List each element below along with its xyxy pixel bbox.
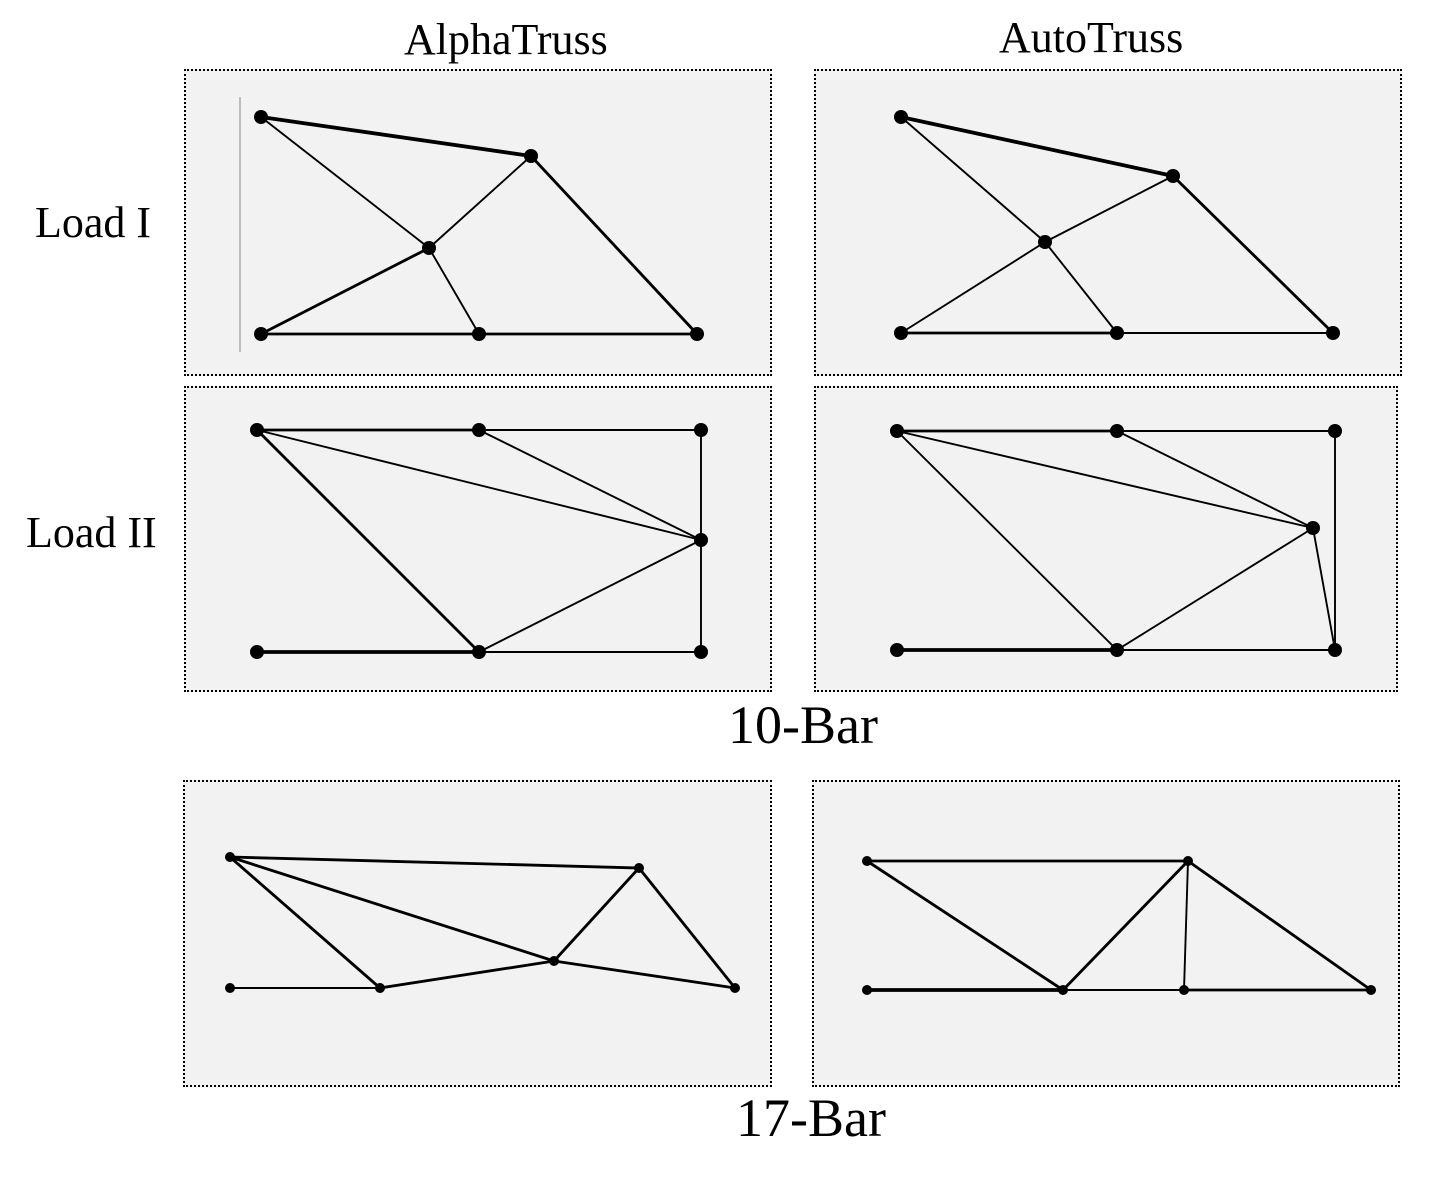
panel-auto-17bar xyxy=(812,780,1400,1087)
truss-node xyxy=(1366,985,1376,995)
group-label-17-bar: 17-Bar xyxy=(736,1088,886,1148)
truss-member xyxy=(552,866,641,963)
truss-node xyxy=(862,985,872,995)
truss-member xyxy=(478,539,702,653)
truss-node xyxy=(1110,643,1124,657)
truss-member xyxy=(428,247,480,335)
truss-node xyxy=(549,956,559,966)
truss-member xyxy=(899,115,1175,178)
truss-node xyxy=(890,643,904,657)
truss-node xyxy=(250,423,264,437)
truss-node xyxy=(1179,985,1189,995)
truss-member xyxy=(900,241,1046,334)
truss-node xyxy=(254,110,268,124)
truss-node xyxy=(250,645,264,659)
truss-member xyxy=(1171,174,1335,335)
truss-node xyxy=(1038,235,1052,249)
truss-node xyxy=(1328,643,1342,657)
truss-node xyxy=(1166,169,1180,183)
group-label-10-bar: 10-Bar xyxy=(728,695,878,755)
truss-member xyxy=(228,855,556,963)
truss-node xyxy=(472,327,486,341)
truss-node xyxy=(1058,985,1068,995)
truss-node xyxy=(694,533,708,547)
truss-member xyxy=(260,116,430,249)
truss-auto-17bar xyxy=(862,856,1376,995)
panel-auto-load2 xyxy=(814,386,1398,692)
row-header-load-i: Load I xyxy=(35,198,152,247)
column-header-autotruss: AutoTruss xyxy=(999,13,1184,62)
truss-node xyxy=(1110,424,1124,438)
truss-member xyxy=(552,959,737,990)
truss-member xyxy=(256,429,702,541)
truss-node xyxy=(1110,326,1124,340)
truss-auto-load1 xyxy=(894,110,1340,340)
truss-node xyxy=(1306,521,1320,535)
truss-node xyxy=(422,241,436,255)
truss-member xyxy=(1183,860,1189,991)
truss-node xyxy=(1183,856,1193,866)
truss-alpha-load1 xyxy=(254,110,704,341)
truss-member xyxy=(228,855,641,870)
truss-member xyxy=(1312,527,1336,651)
truss-member xyxy=(637,866,737,990)
truss-node xyxy=(894,110,908,124)
truss-member xyxy=(865,859,1065,992)
truss-member xyxy=(378,959,556,990)
truss-node xyxy=(730,983,740,993)
truss-member xyxy=(900,116,1046,243)
truss-node xyxy=(472,645,486,659)
truss-node xyxy=(524,149,538,163)
truss-member xyxy=(896,430,1118,651)
truss-member xyxy=(1116,527,1314,651)
truss-alpha-17bar xyxy=(225,852,740,993)
truss-node xyxy=(694,645,708,659)
truss-member xyxy=(478,429,702,541)
truss-member xyxy=(1186,859,1373,992)
column-header-alphatruss: AlphaTruss xyxy=(404,15,608,64)
truss-auto-load2 xyxy=(890,424,1342,657)
truss-node xyxy=(634,863,644,873)
truss-member xyxy=(259,115,533,158)
truss-node xyxy=(1328,424,1342,438)
truss-node xyxy=(254,327,268,341)
truss-node xyxy=(690,327,704,341)
truss-member xyxy=(896,430,1314,529)
truss-node xyxy=(894,326,908,340)
truss-member xyxy=(1116,430,1314,529)
truss-member xyxy=(255,428,481,654)
truss-member xyxy=(529,154,699,336)
truss-node xyxy=(694,423,708,437)
truss-member xyxy=(228,855,382,990)
truss-node xyxy=(890,424,904,438)
truss-member xyxy=(1061,859,1190,992)
truss-node xyxy=(225,983,235,993)
truss-node xyxy=(862,856,872,866)
truss-node xyxy=(225,852,235,862)
truss-member xyxy=(428,155,532,249)
truss-node xyxy=(1326,326,1340,340)
truss-node xyxy=(375,983,385,993)
truss-member xyxy=(1044,241,1118,334)
truss-member xyxy=(259,246,431,336)
panel-alpha-17bar xyxy=(183,780,772,1087)
truss-node xyxy=(472,423,486,437)
truss-member xyxy=(1044,175,1174,243)
truss-alpha-load2 xyxy=(250,423,708,659)
row-header-load-ii: Load II xyxy=(26,508,157,557)
